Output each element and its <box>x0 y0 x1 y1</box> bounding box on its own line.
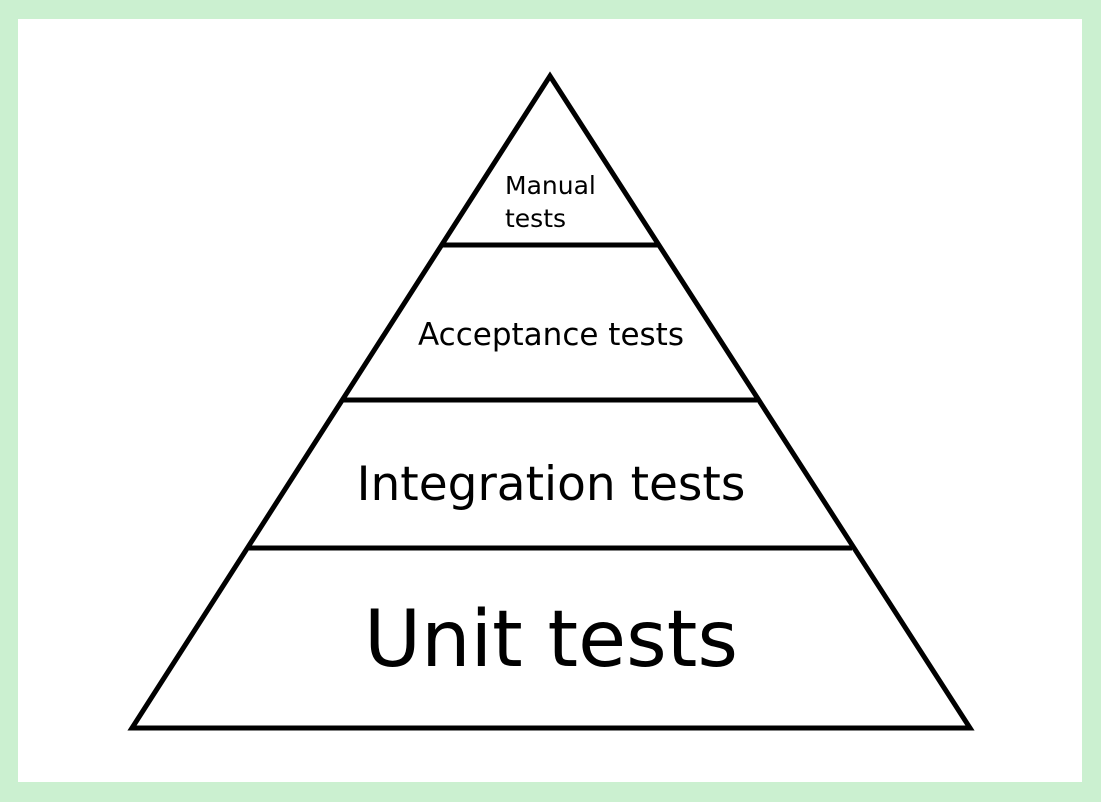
tier-label-manual-line1: Manual <box>505 171 596 200</box>
tier-label-integration: Integration tests <box>357 457 746 512</box>
tier-label-manual-line2: tests <box>505 204 566 233</box>
pyramid-outline <box>127 71 975 731</box>
tier-label-acceptance: Acceptance tests <box>418 317 684 353</box>
tier-label-unit: Unit tests <box>364 595 738 685</box>
